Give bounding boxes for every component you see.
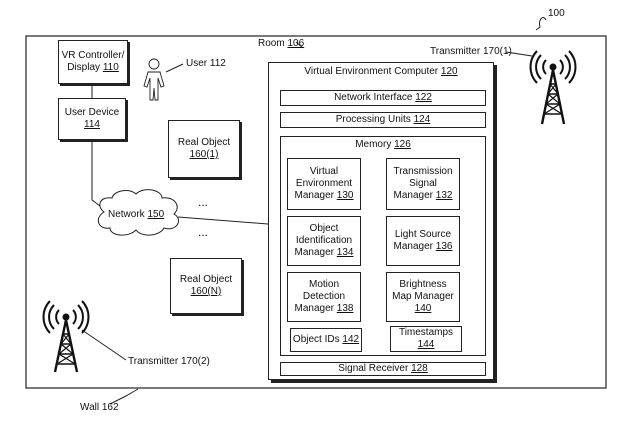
figure-ref-leader bbox=[535, 17, 547, 31]
transmitter-tower-2 bbox=[42, 300, 90, 373]
lsm-line2: Manager 136 bbox=[393, 241, 453, 252]
transmitter-2-leader bbox=[81, 329, 127, 361]
user-device-label: User Device bbox=[64, 107, 120, 118]
tsm-line3: Manager 132 bbox=[393, 190, 453, 201]
user-figure bbox=[143, 58, 165, 101]
ellipsis-2: ... bbox=[198, 225, 209, 239]
mdm-line3: Manager 138 bbox=[294, 303, 354, 314]
timestamps-box[interactable]: Timestamps 144 bbox=[390, 326, 462, 352]
bmm-line1: Brightness bbox=[399, 279, 447, 290]
wall-label: Wall 162 bbox=[80, 402, 119, 413]
light-source-manager-box[interactable]: Light Source Manager 136 bbox=[386, 216, 460, 266]
user-leader bbox=[165, 63, 184, 73]
vec-number: 120 bbox=[440, 66, 458, 77]
brightness-map-manager-box[interactable]: Brightness Map Manager 140 bbox=[386, 272, 460, 322]
room-label: Room 106 bbox=[258, 38, 305, 49]
oim-line2: Identification bbox=[295, 235, 353, 246]
real-object-1-number: 160(1) bbox=[189, 149, 219, 160]
vr-controller-line1: VR Controller/ bbox=[61, 50, 125, 61]
memory-number: 126 bbox=[394, 139, 411, 150]
transmitter-1-number: 170(1) bbox=[482, 46, 512, 57]
network-interface-label: Network Interface 122 bbox=[334, 92, 432, 103]
tsm-line1: Transmission bbox=[393, 166, 453, 177]
bmm-number: 140 bbox=[414, 303, 432, 314]
mdm-line2: Detection bbox=[302, 291, 346, 302]
room-leader bbox=[295, 41, 304, 49]
transmitter-1-label: Transmitter 170(1) bbox=[430, 46, 512, 57]
virtual-environment-manager-box[interactable]: Virtual Environment Manager 130 bbox=[287, 158, 361, 210]
real-object-n-label: Real Object bbox=[179, 274, 233, 285]
network-cloud bbox=[97, 189, 179, 236]
transmitter-2-number: 170(2) bbox=[180, 356, 210, 367]
motion-detection-manager-box[interactable]: Motion Detection Manager 138 bbox=[287, 272, 361, 322]
bmm-line2: Map Manager bbox=[392, 291, 454, 302]
vem-line3: Manager 130 bbox=[294, 190, 354, 201]
vr-controller-box[interactable]: VR Controller/ Display 110 bbox=[58, 40, 128, 84]
object-ids-label: Object IDs 142 bbox=[292, 334, 360, 345]
oim-line3: Manager 134 bbox=[294, 247, 354, 258]
figure-ref-number: 100 bbox=[548, 8, 565, 19]
real-object-n-number: 160(N) bbox=[190, 286, 222, 297]
real-object-1-box[interactable]: Real Object 160(1) bbox=[168, 120, 240, 178]
network-label: Network 150 bbox=[108, 209, 165, 220]
transmitter-tower-1 bbox=[529, 50, 577, 125]
transmitter-1-leader bbox=[505, 51, 533, 57]
user-label: User 112 bbox=[186, 58, 226, 69]
network-number: 150 bbox=[147, 209, 165, 220]
wall-leader bbox=[109, 388, 139, 405]
memory-label: Memory 126 bbox=[355, 139, 411, 150]
network-to-vec-line bbox=[177, 216, 269, 225]
object-identification-manager-box[interactable]: Object Identification Manager 134 bbox=[287, 216, 361, 266]
processing-units-label: Processing Units 124 bbox=[335, 114, 431, 125]
timestamps-label: Timestamps bbox=[398, 327, 454, 338]
network-interface-box[interactable]: Network Interface 122 bbox=[280, 90, 486, 106]
user-device-box[interactable]: User Device 114 bbox=[58, 98, 126, 140]
signal-receiver-box[interactable]: Signal Receiver 128 bbox=[280, 362, 486, 376]
vem-line1: Virtual bbox=[309, 166, 339, 177]
signal-receiver-label: Signal Receiver 128 bbox=[338, 363, 428, 374]
transmission-signal-manager-box[interactable]: Transmission Signal Manager 132 bbox=[386, 158, 460, 210]
object-ids-box[interactable]: Object IDs 142 bbox=[290, 328, 362, 352]
transmitter-2-label: Transmitter 170(2) bbox=[128, 356, 210, 367]
timestamps-number: 144 bbox=[417, 339, 435, 350]
vem-line2: Environment bbox=[295, 178, 353, 189]
real-object-1-label: Real Object bbox=[177, 137, 231, 148]
vec-title: Virtual Environment Computer 120 bbox=[304, 66, 458, 77]
room-boundary bbox=[25, 35, 607, 389]
wall-number: 162 bbox=[101, 402, 119, 413]
device-to-network-line bbox=[91, 140, 101, 207]
tsm-line2: Signal bbox=[409, 178, 437, 189]
real-object-n-box[interactable]: Real Object 160(N) bbox=[170, 258, 242, 314]
ellipsis-1: ... bbox=[198, 195, 209, 209]
processing-units-box[interactable]: Processing Units 124 bbox=[280, 112, 486, 128]
lsm-line1: Light Source bbox=[394, 229, 452, 240]
mdm-line1: Motion bbox=[308, 279, 339, 290]
vr-controller-line2: Display 110 bbox=[67, 62, 119, 73]
room-number: 106 bbox=[287, 38, 305, 49]
oim-line1: Object bbox=[309, 223, 339, 234]
user-device-number: 114 bbox=[84, 119, 100, 130]
user-number: 112 bbox=[209, 58, 226, 69]
